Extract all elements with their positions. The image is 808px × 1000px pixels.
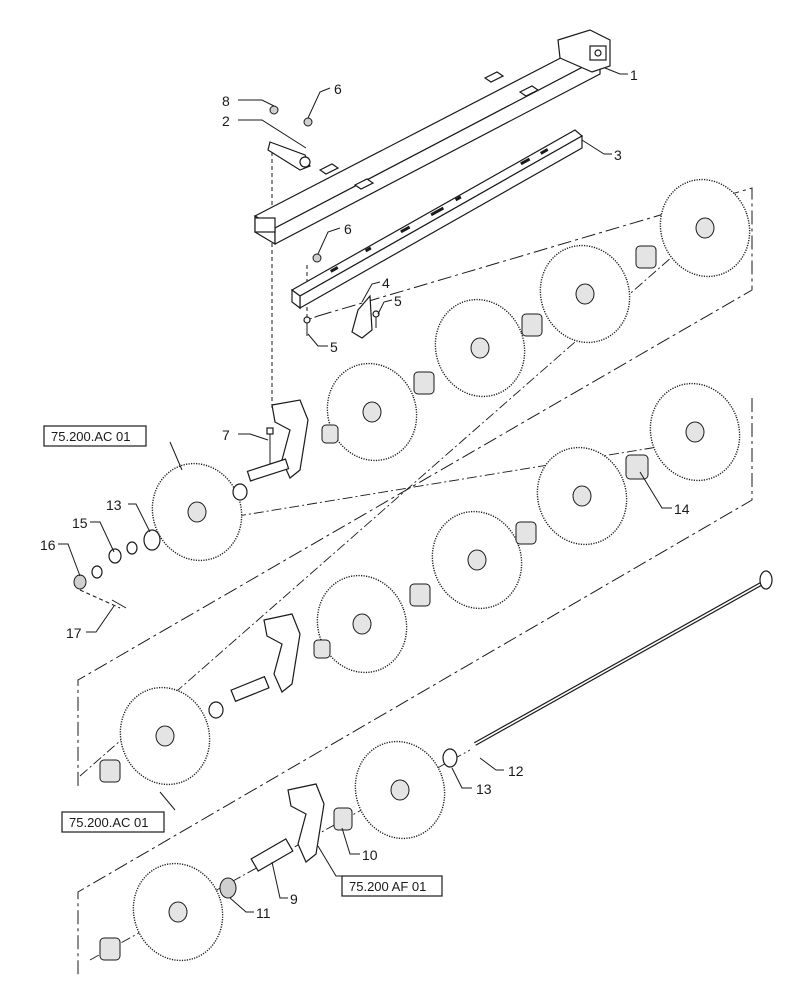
callout-14: 14 [674,501,690,517]
reference-label-1: 75.200.AC 01 [51,429,131,444]
callout-6-top: 6 [334,81,342,97]
blade-row-1 [73,178,751,609]
callout-13-lower: 13 [476,781,492,797]
callout-5-right: 5 [394,293,402,309]
callout-11: 11 [256,905,271,921]
fasteners [267,105,380,339]
arm-assemblies [230,399,325,872]
callout-15: 15 [72,515,88,531]
frame-tube [253,29,611,246]
blade-row-2 [99,382,741,786]
callout-6-lower: 6 [344,221,352,237]
callout-3: 3 [614,147,622,163]
callout-4: 4 [382,275,390,291]
phantom-lines [77,152,753,975]
callout-10: 10 [362,847,378,863]
slotted-bar [290,129,584,310]
callout-12: 12 [508,763,524,779]
blade-row-3 [99,570,773,962]
callout-2: 2 [222,113,230,129]
leader-lines [58,67,672,913]
reference-label-2: 75.200.AC 01 [69,815,149,830]
callout-8: 8 [222,93,230,109]
callout-7: 7 [222,427,230,443]
callout-1: 1 [630,67,638,83]
callout-13-top: 13 [106,497,122,513]
callout-17: 17 [66,625,82,641]
reference-box-3[interactable]: 75.200 AF 01 [341,875,443,897]
reference-box-2[interactable]: 75.200.AC 01 [61,811,165,833]
reference-label-3: 75.200 AF 01 [349,879,426,894]
callout-9: 9 [290,891,298,907]
callout-5-lower: 5 [330,339,338,355]
callout-numbers: 1 3 8 2 6 6 4 5 5 7 13 15 16 17 14 12 13… [40,67,690,921]
reference-box-1[interactable]: 75.200.AC 01 [43,425,147,447]
callout-16: 16 [40,537,56,553]
